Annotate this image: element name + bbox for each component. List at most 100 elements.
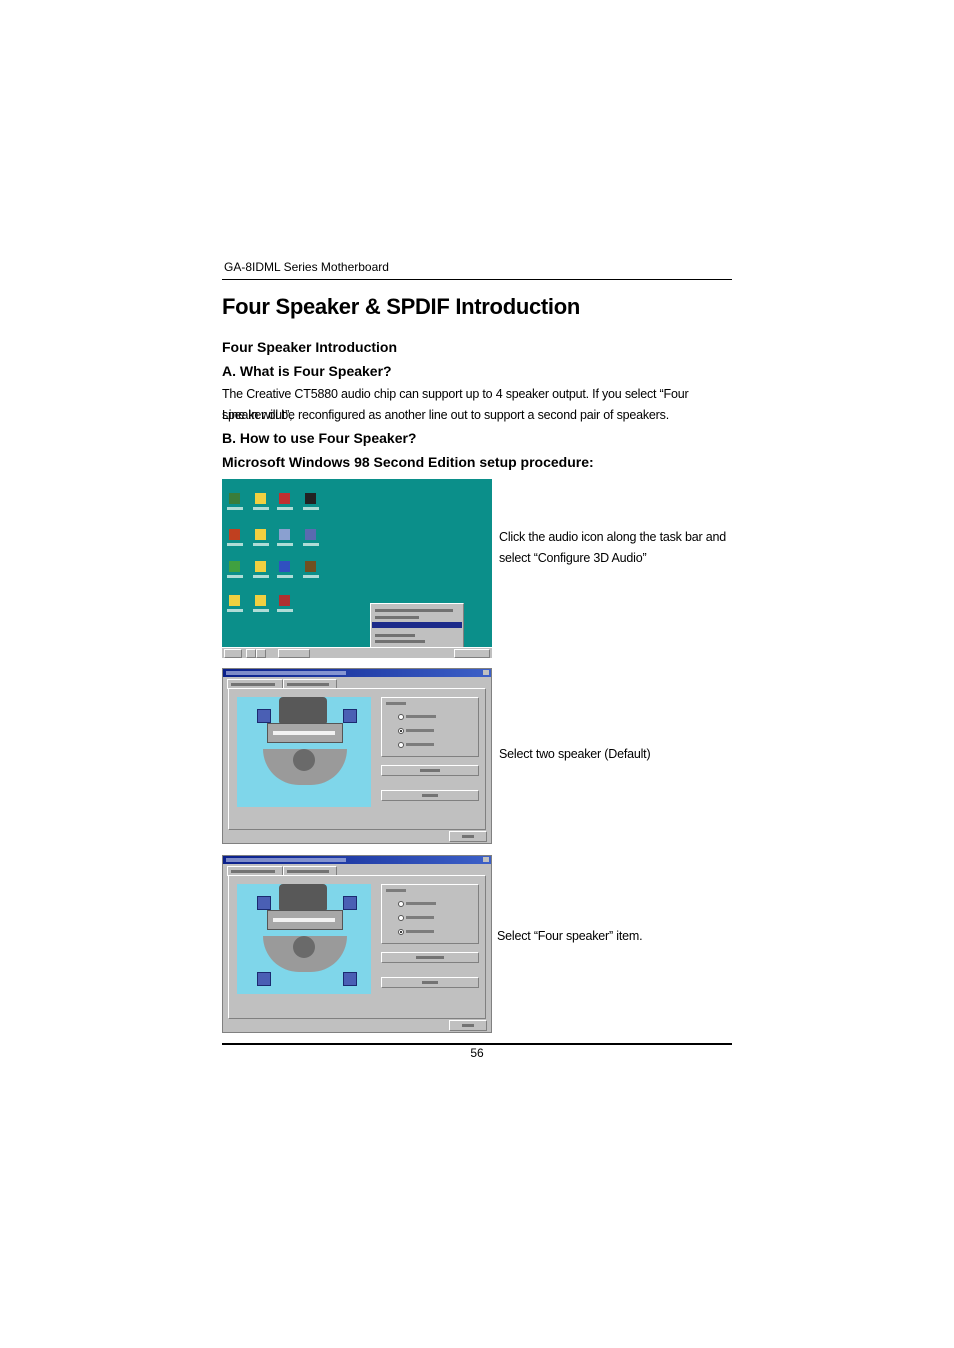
tab-advanced — [227, 679, 283, 689]
radio-headphones[interactable] — [398, 901, 404, 907]
monitor-icon — [279, 697, 327, 723]
listener-icon — [293, 749, 315, 771]
dialog-titlebar — [223, 856, 491, 864]
desktop-icon — [229, 493, 240, 504]
procedure-heading: Microsoft Windows 98 Second Edition setu… — [222, 454, 594, 470]
desktop-icon-label — [253, 609, 269, 612]
radio-label — [406, 729, 434, 732]
section-heading: Four Speaker Introduction — [222, 339, 398, 355]
desktop-icon — [305, 561, 316, 572]
speaker-scene — [237, 884, 371, 994]
tab-3d-configuration — [283, 679, 337, 689]
speaker-icon — [257, 709, 271, 723]
menu-item — [375, 616, 419, 619]
rear-speaker-icon — [343, 972, 357, 986]
desktop-icon — [279, 561, 290, 572]
radio-label — [406, 916, 434, 919]
desktop-icon-label — [277, 543, 293, 546]
screenshot-dialog-two-speaker — [222, 668, 492, 844]
radio-two-speaker[interactable] — [398, 728, 404, 734]
desktop-icon — [229, 529, 240, 540]
desktop-icon — [279, 595, 290, 606]
3d-mode-group — [381, 884, 479, 944]
desktop-icon-label — [253, 507, 269, 510]
desktop-icon-label — [253, 575, 269, 578]
radio-four-speaker[interactable] — [398, 742, 404, 748]
speaker-scene — [237, 697, 371, 807]
tab-advanced — [227, 866, 283, 876]
rear-speaker-icon — [257, 972, 271, 986]
group-label — [386, 889, 406, 892]
menu-item — [375, 609, 453, 612]
radio-two-speaker[interactable] — [398, 915, 404, 921]
taskbar — [222, 647, 492, 658]
speaker-icon — [257, 896, 271, 910]
desktop-icon-label — [303, 507, 319, 510]
page-title: Four Speaker & SPDIF Introduction — [222, 294, 581, 319]
folder-icon — [255, 561, 266, 572]
desktop-icon — [229, 561, 240, 572]
page-number: 56 — [470, 1046, 484, 1060]
step3-caption: Select “Four speaker” item. — [497, 929, 643, 943]
desktop-icon-label — [227, 543, 243, 546]
radio-headphones[interactable] — [398, 714, 404, 720]
tab-3d-configuration — [283, 866, 337, 876]
radio-label — [406, 902, 436, 905]
3d-test-button[interactable] — [381, 977, 479, 988]
taskbar-window-button — [278, 649, 310, 658]
configure-button[interactable] — [381, 952, 479, 963]
desktop-icon — [279, 493, 290, 504]
desktop-icon — [305, 529, 316, 540]
desktop-icon-label — [227, 507, 243, 510]
subsection-b-heading: B. How to use Four Speaker? — [222, 430, 417, 446]
close-icon — [483, 857, 489, 862]
3d-mode-group — [381, 697, 479, 757]
listener-icon — [293, 936, 315, 958]
context-menu — [370, 603, 464, 651]
radio-label — [406, 715, 436, 718]
group-label — [386, 702, 406, 705]
monitor-icon — [279, 884, 327, 910]
start-button — [224, 649, 242, 658]
document-header: GA-8IDML Series Motherboard — [224, 260, 389, 274]
subsection-a-heading: A. What is Four Speaker? — [222, 363, 392, 379]
exit-button[interactable] — [449, 1020, 487, 1031]
folder-icon — [255, 595, 266, 606]
screenshot-dialog-four-speaker — [222, 855, 492, 1033]
folder-icon — [255, 493, 266, 504]
desktop-icon — [305, 493, 316, 504]
configure-button[interactable] — [381, 765, 479, 776]
close-icon — [483, 670, 489, 675]
step1-caption-line1: Click the audio icon along the task bar … — [499, 530, 726, 544]
system-tray — [454, 649, 490, 658]
desk-strip — [273, 731, 335, 735]
radio-label — [406, 930, 434, 933]
desktop-icon — [279, 529, 290, 540]
menu-item — [375, 640, 425, 643]
footer-rule — [222, 1043, 732, 1045]
desktop-icon-label — [277, 609, 293, 612]
desktop-icon-label — [303, 575, 319, 578]
desktop-icon-label — [227, 575, 243, 578]
header-rule — [222, 279, 732, 280]
dialog-title-text — [226, 671, 346, 675]
desktop-icon-label — [277, 575, 293, 578]
3d-test-button[interactable] — [381, 790, 479, 801]
menu-item — [375, 634, 415, 637]
paragraph-a-line1: The Creative CT5880 audio chip can suppo… — [222, 387, 689, 422]
step1-caption-line2: select “Configure 3D Audio” — [499, 551, 647, 565]
quick-launch-icon — [256, 649, 266, 658]
desktop-icon-label — [303, 543, 319, 546]
desktop-icon-label — [277, 507, 293, 510]
screenshot-desktop — [222, 479, 492, 658]
radio-four-speaker[interactable] — [398, 929, 404, 935]
tab-panel — [228, 875, 486, 1019]
speaker-icon — [343, 709, 357, 723]
folder-icon — [229, 595, 240, 606]
dialog-titlebar — [223, 669, 491, 677]
speaker-icon — [343, 896, 357, 910]
step2-caption: Select two speaker (Default) — [499, 747, 651, 761]
quick-launch-icon — [246, 649, 256, 658]
tab-panel — [228, 688, 486, 830]
exit-button[interactable] — [449, 831, 487, 842]
